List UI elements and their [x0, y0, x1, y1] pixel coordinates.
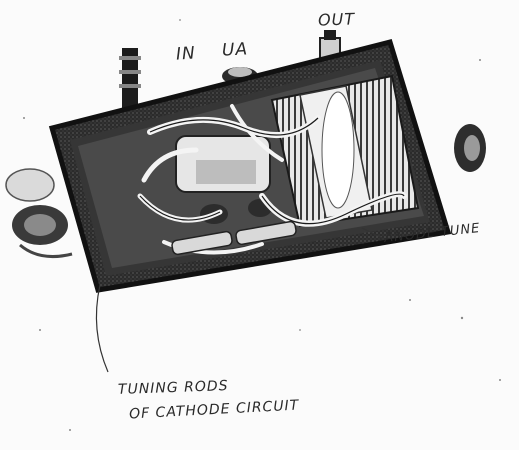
left-connector-objects: [5, 168, 73, 258]
right-edge-object: [454, 124, 486, 172]
internal-wiring-outline: [139, 117, 405, 225]
label-out: OUT: [317, 9, 356, 30]
label-ua: UA: [221, 39, 249, 61]
photocopy-speckle: [23, 19, 501, 431]
tube-assembly: [175, 135, 272, 224]
label-in: IN: [175, 43, 197, 65]
leader-lines: [95, 227, 383, 373]
cathode-tuning-rods: [171, 220, 297, 256]
input-connector-post: [119, 48, 141, 110]
